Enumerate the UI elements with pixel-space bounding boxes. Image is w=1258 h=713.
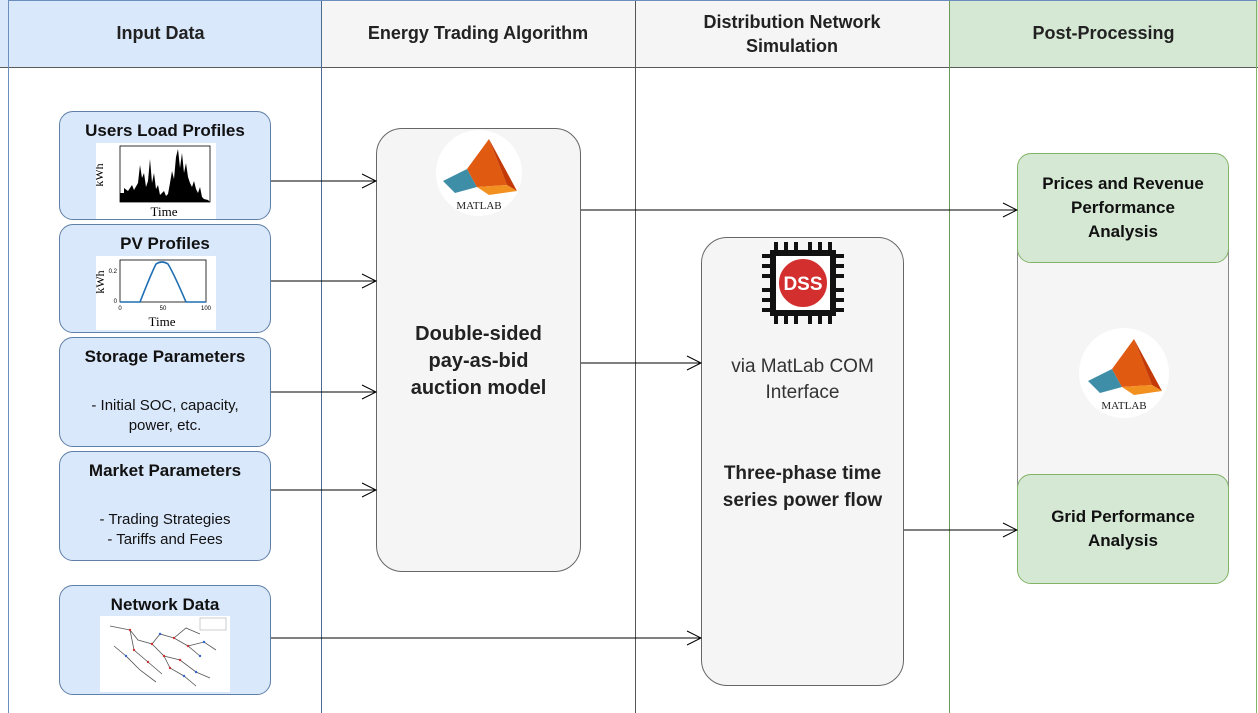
lane-title: Distribution Network Simulation: [703, 11, 881, 56]
prices-revenue-box: Prices and Revenue Performance Analysis: [1017, 153, 1229, 263]
grid-line2: Analysis: [1088, 531, 1158, 550]
auction-line3: auction model: [410, 377, 547, 399]
load-ylabel: kWh: [96, 163, 106, 186]
lane-energy-trading: Energy Trading Algorithm: [321, 0, 635, 713]
lane-title: Input Data: [116, 23, 205, 43]
storage-line2: power, etc.: [128, 417, 202, 434]
pv-profiles-title: PV Profiles: [120, 234, 210, 253]
market-parameters-title: Market Parameters: [88, 461, 242, 480]
pv-ytick: 0.2: [109, 269, 118, 275]
load-profile-chart: kWh Time: [96, 143, 216, 219]
network-data-title: Network Data: [110, 595, 220, 614]
pv-xlabel: Time: [149, 314, 176, 329]
load-xlabel: Time: [151, 204, 178, 219]
com-line1: via MatLab COM: [731, 356, 874, 377]
storage-parameters-box: Storage Parameters - Initial SOC, capaci…: [59, 337, 271, 447]
power-flow-box: DSS via MatLab COM Interface Three-phase…: [701, 237, 904, 686]
users-load-profiles-box: Users Load Profiles kWh Time: [59, 111, 271, 220]
lane-title: Post-Processing: [1032, 23, 1175, 43]
matlab-logo-icon: MATLAB: [1079, 328, 1169, 418]
pv-xtick: 100: [201, 306, 212, 312]
storage-parameters-title: Storage Parameters: [84, 347, 246, 366]
prices-line1: Prices and Revenue: [1042, 174, 1204, 193]
pv-ylabel: kWh: [96, 270, 107, 293]
power-flow-line2: series power flow: [722, 490, 883, 511]
market-line2: - Tariffs and Fees: [107, 531, 223, 548]
lane-divider: [949, 0, 950, 713]
network-topology-image: [100, 616, 230, 692]
pv-yzero: 0: [114, 299, 118, 305]
market-line1: - Trading Strategies: [99, 511, 231, 528]
auction-model-label: Double-sided pay-as-bid auction model: [377, 321, 580, 402]
market-parameters-box: Market Parameters - Trading Strategies -…: [59, 451, 271, 561]
pv-xtick: 50: [160, 306, 167, 312]
top-border: [8, 0, 1257, 1]
prices-line3: Analysis: [1088, 222, 1158, 241]
matlab-logo-text: MATLAB: [456, 200, 501, 212]
lane-divider: [8, 0, 9, 713]
grid-performance-box: Grid Performance Analysis: [1017, 474, 1229, 584]
lane-divider: [321, 0, 322, 713]
lane-header-post-processing: Post-Processing: [949, 0, 1258, 68]
pv-profile-chart: 0.2 0 0 50 100 kWh Time: [96, 256, 216, 330]
matlab-logo-post: MATLAB: [1064, 326, 1184, 420]
storage-line1: - Initial SOC, capacity,: [91, 397, 239, 414]
matlab-logo-icon: MATLAB: [436, 130, 522, 216]
matlab-logo-text: MATLAB: [1101, 400, 1146, 412]
pv-profile-series: [120, 261, 206, 303]
grid-line1: Grid Performance: [1051, 507, 1195, 526]
network-data-box: Network Data: [59, 585, 271, 695]
opendss-logo-icon: DSS: [762, 242, 844, 324]
prices-line2: Performance: [1071, 198, 1175, 217]
power-flow-label: Three-phase time series power flow: [702, 460, 903, 514]
auction-line1: Double-sided: [415, 323, 542, 345]
com-interface-label: via MatLab COM Interface: [702, 354, 903, 406]
pv-xtick: 0: [118, 306, 122, 312]
power-flow-line1: Three-phase time: [723, 463, 882, 484]
opendss-logo: DSS: [762, 242, 844, 324]
lane-divider: [1256, 0, 1257, 713]
lane-title: Energy Trading Algorithm: [367, 23, 589, 43]
lane-header-distribution-simulation: Distribution Network Simulation: [635, 0, 949, 68]
matlab-logo: MATLAB: [419, 129, 539, 223]
lane-header-input-data: Input Data: [0, 0, 321, 68]
opendss-logo-text: DSS: [783, 274, 822, 295]
com-line2: Interface: [765, 382, 840, 403]
users-load-profiles-title: Users Load Profiles: [85, 121, 245, 140]
pv-profiles-box: PV Profiles 0.2 0 0 50 100 kWh Time: [59, 224, 271, 333]
auction-model-box: MATLAB Double-sided pay-as-bid auction m…: [376, 128, 581, 572]
lane-divider: [635, 0, 636, 713]
auction-line2: pay-as-bid: [428, 350, 529, 372]
lane-header-energy-trading: Energy Trading Algorithm: [321, 0, 635, 68]
load-profile-series: [120, 149, 210, 202]
